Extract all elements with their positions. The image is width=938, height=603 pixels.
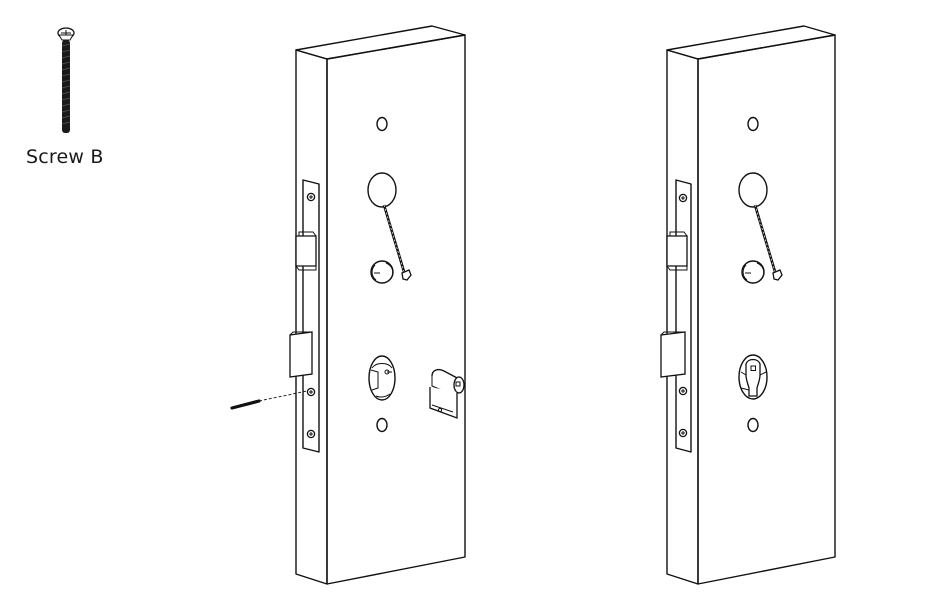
installed-cylinder <box>738 354 768 400</box>
door-top-face <box>666 25 836 60</box>
faceplate-screw-bottom-icon <box>678 428 688 438</box>
bottom-hole <box>747 417 759 433</box>
faceplate-screw-middle-icon <box>678 386 688 396</box>
dead-bolt <box>660 331 686 378</box>
dead-bolt <box>289 331 313 378</box>
bottom-hole <box>376 417 388 433</box>
latch-bolt <box>295 231 317 271</box>
handle-hole <box>738 172 768 208</box>
cable <box>382 204 412 281</box>
screw-icon <box>57 27 75 133</box>
faceplate-screw-bottom-icon <box>306 429 316 439</box>
cable <box>753 204 783 281</box>
door-top-face <box>295 25 466 60</box>
cylinder <box>429 369 465 419</box>
latch-bolt <box>666 231 688 271</box>
top-hole <box>376 116 388 132</box>
door-edge-face <box>666 49 699 585</box>
door-after-install <box>660 25 836 585</box>
faceplate <box>675 179 692 453</box>
door-front-face <box>697 34 836 585</box>
top-hole <box>747 116 759 132</box>
cylinder-hole <box>368 355 396 401</box>
door-front-face <box>326 34 466 585</box>
spindle-hole <box>741 260 765 284</box>
screw-b-label: Screw B <box>26 146 104 168</box>
faceplate <box>302 179 320 453</box>
spindle-hole <box>370 260 394 284</box>
faceplate-screw-middle-icon <box>306 387 316 397</box>
door-before-install <box>230 25 466 585</box>
faceplate-screw-top-icon <box>306 192 316 202</box>
handle-hole <box>367 172 397 208</box>
faceplate-screw-top-icon <box>678 193 688 203</box>
door-edge-face <box>295 49 328 585</box>
screw-b-insert <box>230 390 308 410</box>
